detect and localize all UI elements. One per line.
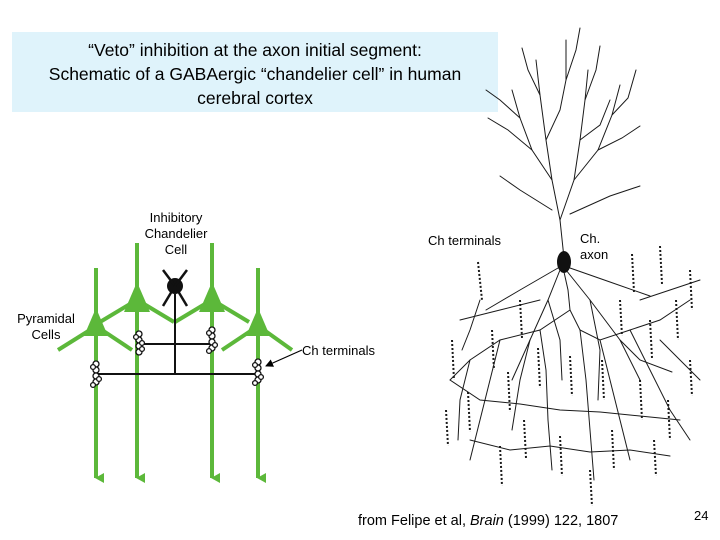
label-inhibitory-line-1: Inhibitory: [136, 210, 216, 226]
label-ch-terminals-upper: Ch terminals: [428, 233, 501, 249]
label-ch-axon-line-2: axon: [580, 247, 620, 263]
label-pyramidal-line-2: Cells: [8, 327, 84, 343]
citation-journal: Brain: [470, 513, 504, 529]
label-pyramidal-cells: Pyramidal Cells: [8, 311, 84, 343]
label-inhibitory-line-2: Chandelier: [136, 226, 216, 242]
label-inhibitory-line-3: Cell: [136, 242, 216, 258]
citation-prefix: from Felipe et al,: [358, 513, 470, 529]
label-pyramidal-line-1: Pyramidal: [8, 311, 84, 327]
label-ch-axon-line-1: Ch.: [580, 231, 620, 247]
citation: from Felipe et al, Brain (1999) 122, 180…: [358, 513, 618, 529]
label-ch-terminals-lower: Ch terminals: [302, 343, 375, 359]
citation-suffix: (1999) 122, 1807: [504, 513, 618, 529]
axon-cartridges: [446, 246, 692, 506]
label-ch-axon: Ch. axon: [580, 231, 620, 263]
page-number: 24: [694, 508, 708, 523]
label-inhibitory-chandelier-cell: Inhibitory Chandelier Cell: [136, 210, 216, 258]
